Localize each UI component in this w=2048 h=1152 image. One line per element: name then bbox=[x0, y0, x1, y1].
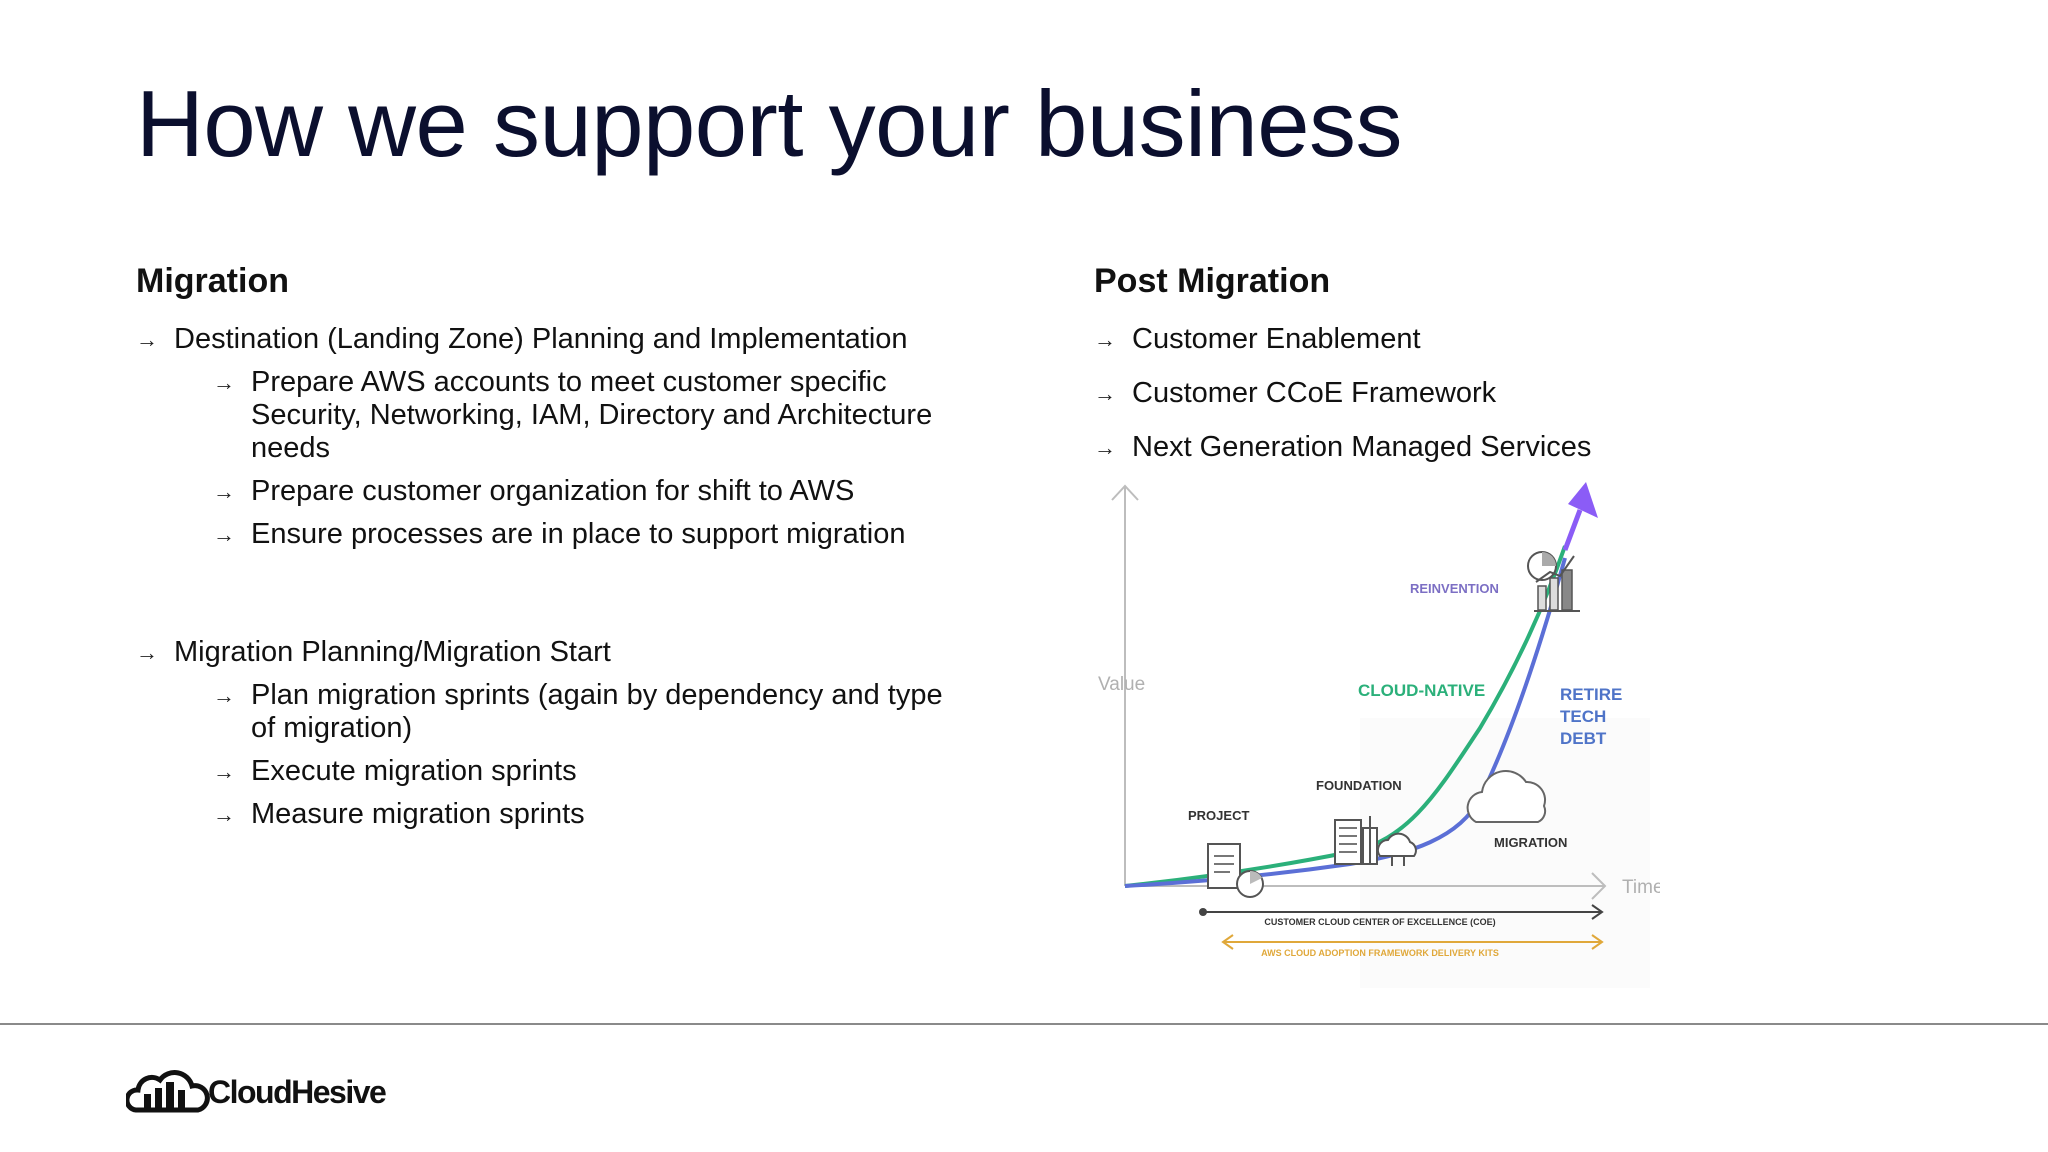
reinvention-chart-icon bbox=[1527, 551, 1580, 612]
footer-divider bbox=[0, 1023, 2048, 1025]
y-axis-label: Value bbox=[1098, 674, 1145, 695]
list-item-text: Execute migration sprints bbox=[251, 755, 577, 787]
list-item-text: Plan migration sprints (again by depende… bbox=[251, 679, 943, 744]
coe-arrow-icon bbox=[1591, 904, 1604, 920]
arrow-right-icon: → bbox=[213, 522, 235, 547]
migration-subitem: → Prepare AWS accounts to meet customer … bbox=[213, 366, 956, 465]
arrow-right-icon: → bbox=[1094, 381, 1116, 406]
migration-subitem: → Plan migration sprints (again by depen… bbox=[213, 679, 956, 745]
list-item-text: Next Generation Managed Services bbox=[1132, 431, 1592, 463]
arrow-right-icon: → bbox=[1094, 435, 1116, 460]
arrow-right-icon: → bbox=[136, 640, 158, 665]
arrow-right-icon: → bbox=[213, 683, 235, 708]
post-migration-item: → Customer Enablement bbox=[1094, 323, 1794, 356]
project-document-icon bbox=[1207, 843, 1264, 898]
foundation-building-icon bbox=[1334, 816, 1378, 865]
arrow-right-icon: → bbox=[213, 759, 235, 784]
cloudhesive-logo: CloudHesive bbox=[126, 1066, 387, 1118]
migration-item-planning: → Migration Planning/Migration Start bbox=[136, 636, 956, 669]
foundation-label: FOUNDATION bbox=[1316, 778, 1402, 793]
caf-label: AWS CLOUD ADOPTION FRAMEWORK DELIVERY KI… bbox=[1261, 948, 1499, 958]
migration-section: Migration → Destination (Landing Zone) P… bbox=[136, 262, 956, 841]
debt-label: DEBT bbox=[1560, 729, 1607, 748]
migration-item-landing-zone: → Destination (Landing Zone) Planning an… bbox=[136, 323, 956, 356]
cloud-journey-diagram: Value Time PROJECT bbox=[1080, 468, 1660, 1008]
post-migration-item: → Next Generation Managed Services bbox=[1094, 431, 1794, 464]
reinvention-arrow-icon bbox=[1568, 482, 1598, 518]
diagram-svg: Value Time PROJECT bbox=[1090, 468, 1660, 1008]
migration-subitem: → Execute migration sprints bbox=[213, 755, 956, 788]
migration-subitem: → Prepare customer organization for shif… bbox=[213, 475, 956, 508]
caf-right-arrow-icon bbox=[1591, 934, 1604, 950]
migration-label: MIGRATION bbox=[1494, 835, 1567, 850]
migration-subitem: → Measure migration sprints bbox=[213, 798, 956, 831]
cloud-native-label: CLOUD-NATIVE bbox=[1358, 681, 1485, 700]
arrow-right-icon: → bbox=[213, 479, 235, 504]
list-item-text: Customer Enablement bbox=[1132, 323, 1421, 355]
migration-subitem: → Ensure processes are in place to suppo… bbox=[213, 518, 956, 551]
arrow-right-icon: → bbox=[1094, 327, 1116, 352]
list-item-text: Customer CCoE Framework bbox=[1132, 377, 1497, 409]
brand-name: CloudHesive bbox=[208, 1073, 387, 1110]
x-axis-arrow-icon bbox=[1591, 872, 1607, 900]
list-item-text: Prepare AWS accounts to meet customer sp… bbox=[251, 366, 933, 464]
list-item-text: Prepare customer organization for shift … bbox=[251, 475, 855, 507]
post-migration-section: Post Migration → Customer Enablement → C… bbox=[1094, 262, 1794, 485]
list-item-text: Measure migration sprints bbox=[251, 798, 585, 830]
post-migration-heading: Post Migration bbox=[1094, 262, 1331, 300]
list-item-text: Ensure processes are in place to support… bbox=[251, 518, 906, 550]
spacer bbox=[136, 561, 956, 636]
migration-heading: Migration bbox=[136, 262, 289, 300]
list-item-text: Destination (Landing Zone) Planning and … bbox=[174, 323, 908, 355]
project-label: PROJECT bbox=[1188, 808, 1249, 823]
reinvention-label: REINVENTION bbox=[1410, 581, 1499, 596]
caf-left-arrow-icon bbox=[1221, 934, 1234, 950]
coe-label: CUSTOMER CLOUD CENTER OF EXCELLENCE (COE… bbox=[1264, 917, 1495, 927]
migration-cloud-icon bbox=[1466, 769, 1547, 823]
cloudhesive-logo-icon bbox=[126, 1070, 210, 1113]
list-item-text: Migration Planning/Migration Start bbox=[174, 636, 611, 668]
slide-title: How we support your business bbox=[136, 71, 1403, 176]
reinvention-arrow-line bbox=[1562, 509, 1583, 551]
y-axis-arrow-icon bbox=[1111, 484, 1139, 501]
arrow-right-icon: → bbox=[136, 327, 158, 352]
tech-label: TECH bbox=[1560, 707, 1606, 726]
x-axis-label: Time bbox=[1622, 877, 1660, 898]
post-migration-item: → Customer CCoE Framework bbox=[1094, 377, 1794, 410]
retire-label: RETIRE bbox=[1560, 685, 1622, 704]
arrow-right-icon: → bbox=[213, 370, 235, 395]
foundation-cloud-icon bbox=[1377, 832, 1417, 866]
arrow-right-icon: → bbox=[213, 802, 235, 827]
